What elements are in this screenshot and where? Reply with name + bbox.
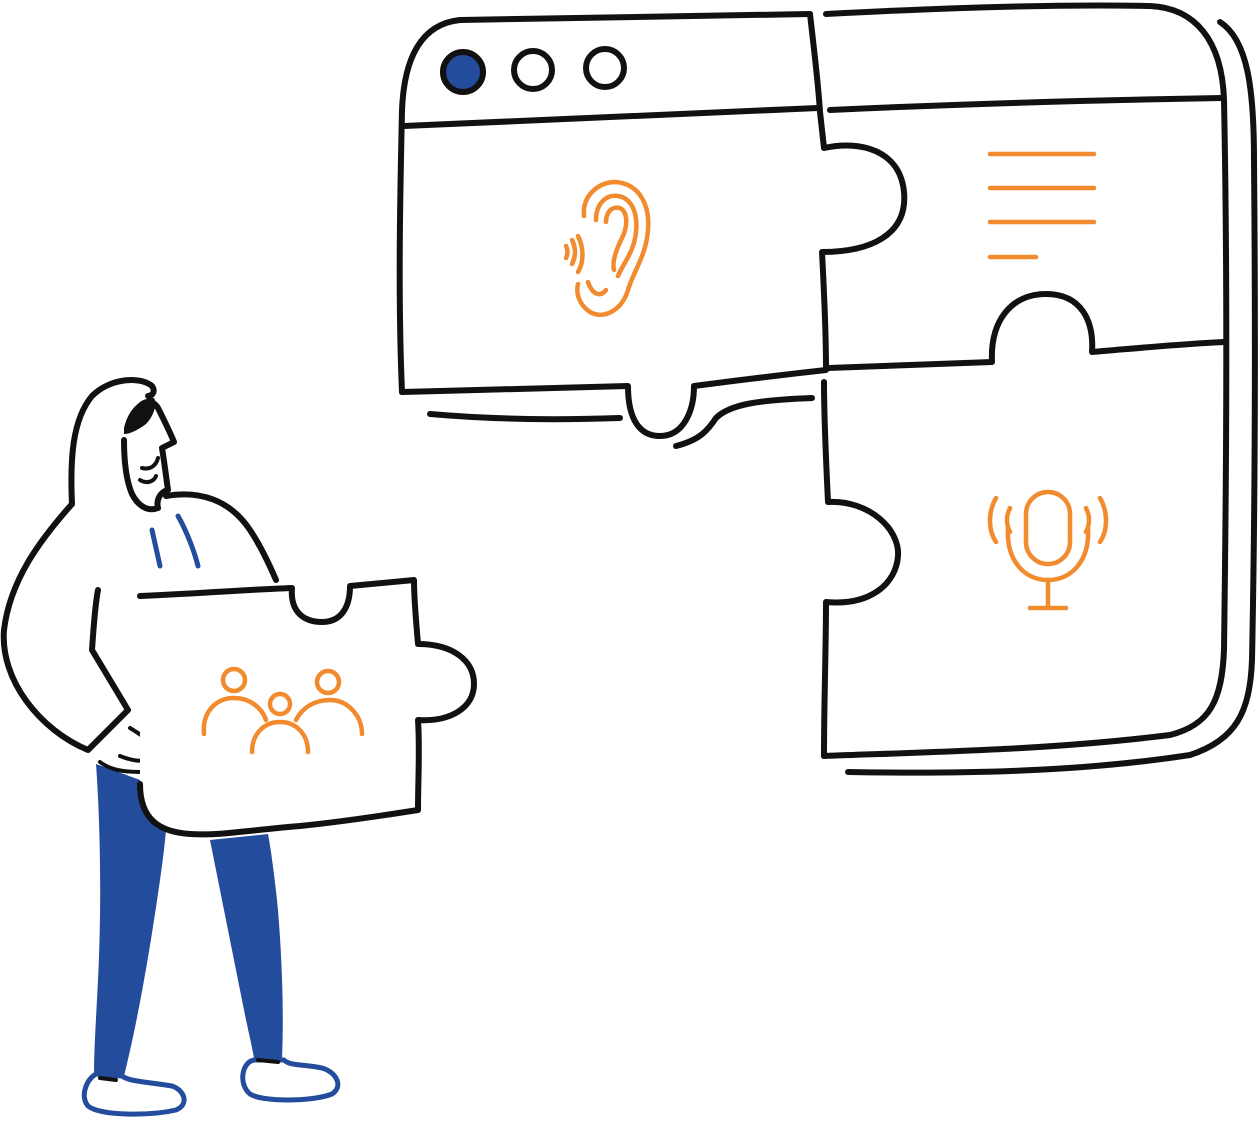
person-left-shoe: [81, 1071, 187, 1117]
seam-horizontal-left: [399, 367, 829, 439]
window-controls: [440, 46, 627, 95]
window-frame: [396, 2, 1230, 759]
ear-icon: [563, 179, 651, 317]
microphone-icon: [987, 489, 1109, 611]
person-shoulder: [163, 491, 279, 583]
person-hair: [124, 398, 156, 434]
text-lines-icon: [987, 151, 1097, 260]
seam-vertical-bottom: [821, 379, 902, 759]
seam-vertical-top: [807, 11, 908, 371]
person-hoodie-string: [149, 527, 163, 569]
person-right-shoe: [240, 1057, 341, 1103]
window-dot-filled-icon: [440, 49, 486, 95]
person-hoodie: [0, 501, 131, 753]
window-dot-icon: [511, 48, 555, 92]
window-frame-shadow: [845, 19, 1258, 776]
person: [0, 377, 341, 1117]
window-frame-bottom: [427, 411, 623, 423]
person-hood: [68, 377, 157, 507]
group-people-icon: [201, 666, 365, 755]
browser-window: [396, 2, 1258, 776]
person-right-leg: [210, 834, 283, 1060]
person-hoodie-string: [175, 513, 201, 569]
seam-horizontal-left-shadow: [673, 395, 815, 449]
puzzle-seams: [399, 11, 1227, 759]
seam-horizontal-right: [825, 291, 1227, 371]
person-face: [121, 398, 177, 513]
title-bar-divider: [401, 95, 1225, 129]
person-left-leg: [94, 764, 168, 1076]
window-dot-icon: [583, 46, 627, 90]
